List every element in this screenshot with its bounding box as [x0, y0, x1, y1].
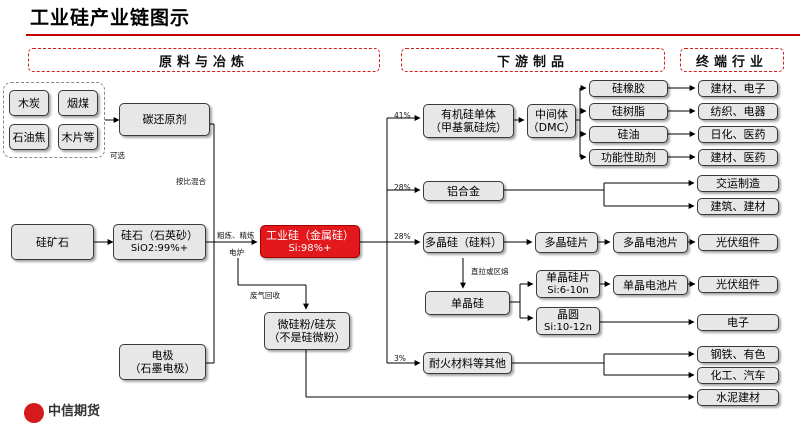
node-mono-cell: 单晶电池片	[613, 275, 688, 295]
silica-purity: SiO2:99%+	[130, 243, 189, 254]
terminal-building-materials: 建筑、建材	[697, 198, 779, 215]
terminal-construction-pharma: 建材、医药	[698, 149, 778, 166]
node-silica-ore: 硅矿石	[11, 224, 94, 260]
node-al-alloy: 铝合金	[423, 181, 504, 201]
terminal-cement-building: 水泥建材	[697, 389, 779, 406]
label-optional: 可选	[110, 151, 125, 160]
node-silicone-rubber: 硅橡胶	[589, 80, 668, 97]
label-electric-furnace: 电炉	[229, 248, 244, 257]
node-petroleum-coke: 石油焦	[9, 124, 49, 150]
electrode-name: 电极	[151, 349, 174, 362]
intermediate-type: （DMC）	[527, 121, 576, 134]
terminal-electronics: 电子	[697, 314, 779, 331]
node-intermediate: 中间体 （DMC）	[527, 104, 576, 138]
node-polysilicon: 多晶硅（硅料）	[423, 232, 504, 253]
share-polysilicon: 28%	[394, 232, 411, 241]
terminal-chemicals-auto: 化工、汽车	[697, 367, 779, 384]
section-terminal: 终端行业	[680, 48, 784, 72]
intermediate-name: 中间体	[535, 108, 568, 121]
brand-name: 中信期货	[48, 404, 101, 419]
node-silicone-resin: 硅树脂	[589, 103, 668, 120]
flow-connectors	[94, 85, 696, 400]
share-other: 3%	[394, 354, 406, 363]
share-organosilicon: 41%	[394, 111, 411, 120]
terminal-pv-modules-poly: 光伏组件	[698, 234, 778, 251]
terminal-chemicals-pharma: 日化、医药	[698, 126, 778, 143]
terminal-pv-modules-mono: 光伏组件	[698, 276, 778, 293]
label-mix-by-ratio: 按比混合	[176, 177, 206, 186]
share-al-alloy: 28%	[394, 183, 411, 192]
electrode-type: （石墨电极）	[129, 362, 196, 375]
node-industrial-silicon: 工业硅（金属硅） Si:98%+	[260, 225, 360, 258]
node-silica: 硅石（石英砂） SiO2:99%+	[113, 224, 206, 260]
mono-wafer-purity: Si:6-10n	[547, 285, 589, 296]
terminal-steel-nonferrous: 钢铁、有色	[697, 346, 779, 363]
terminal-construction-electronics: 建材、电子	[698, 80, 778, 97]
page-title: 工业硅产业链图示	[30, 7, 191, 29]
wafer-disc-name: 晶圆	[557, 308, 579, 321]
label-rough-refine: 粗炼、精炼	[217, 231, 255, 240]
node-carbon-reductant: 碳还原剂	[119, 103, 210, 136]
node-microsilica: 微硅粉/硅灰 （不是硅微粉）	[264, 312, 350, 350]
industrial-silicon-purity: Si:98%+	[288, 242, 332, 254]
node-wood-chips: 木片等	[58, 124, 98, 150]
microsilica-name: 微硅粉/硅灰	[277, 318, 337, 331]
node-functional-additive: 功能性助剂	[589, 149, 668, 166]
node-mono-silicon: 单晶硅	[425, 291, 510, 315]
node-charcoal: 木炭	[9, 90, 49, 116]
organosilicon-type: （甲基氯硅烷）	[430, 121, 507, 134]
label-waste-gas-recovery: 废气回收	[250, 291, 280, 300]
node-poly-cell: 多晶电池片	[613, 232, 688, 253]
node-poly-wafer: 多晶硅片	[535, 232, 598, 253]
silica-name: 硅石（石英砂）	[121, 229, 198, 242]
industrial-silicon-name: 工业硅（金属硅）	[266, 228, 354, 242]
node-organosilicon-monomer: 有机硅单体 （甲基氯硅烷）	[423, 104, 514, 138]
node-wafer-disc: 晶圆 Si:10-12n	[536, 307, 600, 335]
terminal-textile-appliances: 纺织、电器	[698, 103, 778, 120]
section-raw-smelting: 原料与冶炼	[28, 48, 380, 72]
node-electrode: 电极 （石墨电极）	[119, 344, 206, 380]
mono-wafer-name: 单晶硅片	[546, 271, 590, 284]
microsilica-note: （不是硅微粉）	[268, 331, 346, 344]
wafer-disc-purity: Si:10-12n	[544, 322, 592, 333]
label-pulling-zone: 直拉或区熔	[471, 267, 509, 276]
organosilicon-name: 有机硅单体	[441, 108, 496, 121]
raw-materials-group	[3, 82, 105, 158]
node-refractory: 耐火材料等其他	[423, 352, 512, 374]
node-mono-wafer: 单晶硅片 Si:6-10n	[536, 270, 600, 298]
node-bituminous-coal: 烟煤	[58, 90, 98, 116]
node-silicone-oil: 硅油	[589, 126, 668, 143]
title-divider	[26, 34, 800, 36]
terminal-transport-manufacturing: 交运制造	[697, 175, 779, 192]
brand-logo-icon	[24, 403, 44, 423]
section-downstream: 下游制品	[401, 48, 665, 72]
